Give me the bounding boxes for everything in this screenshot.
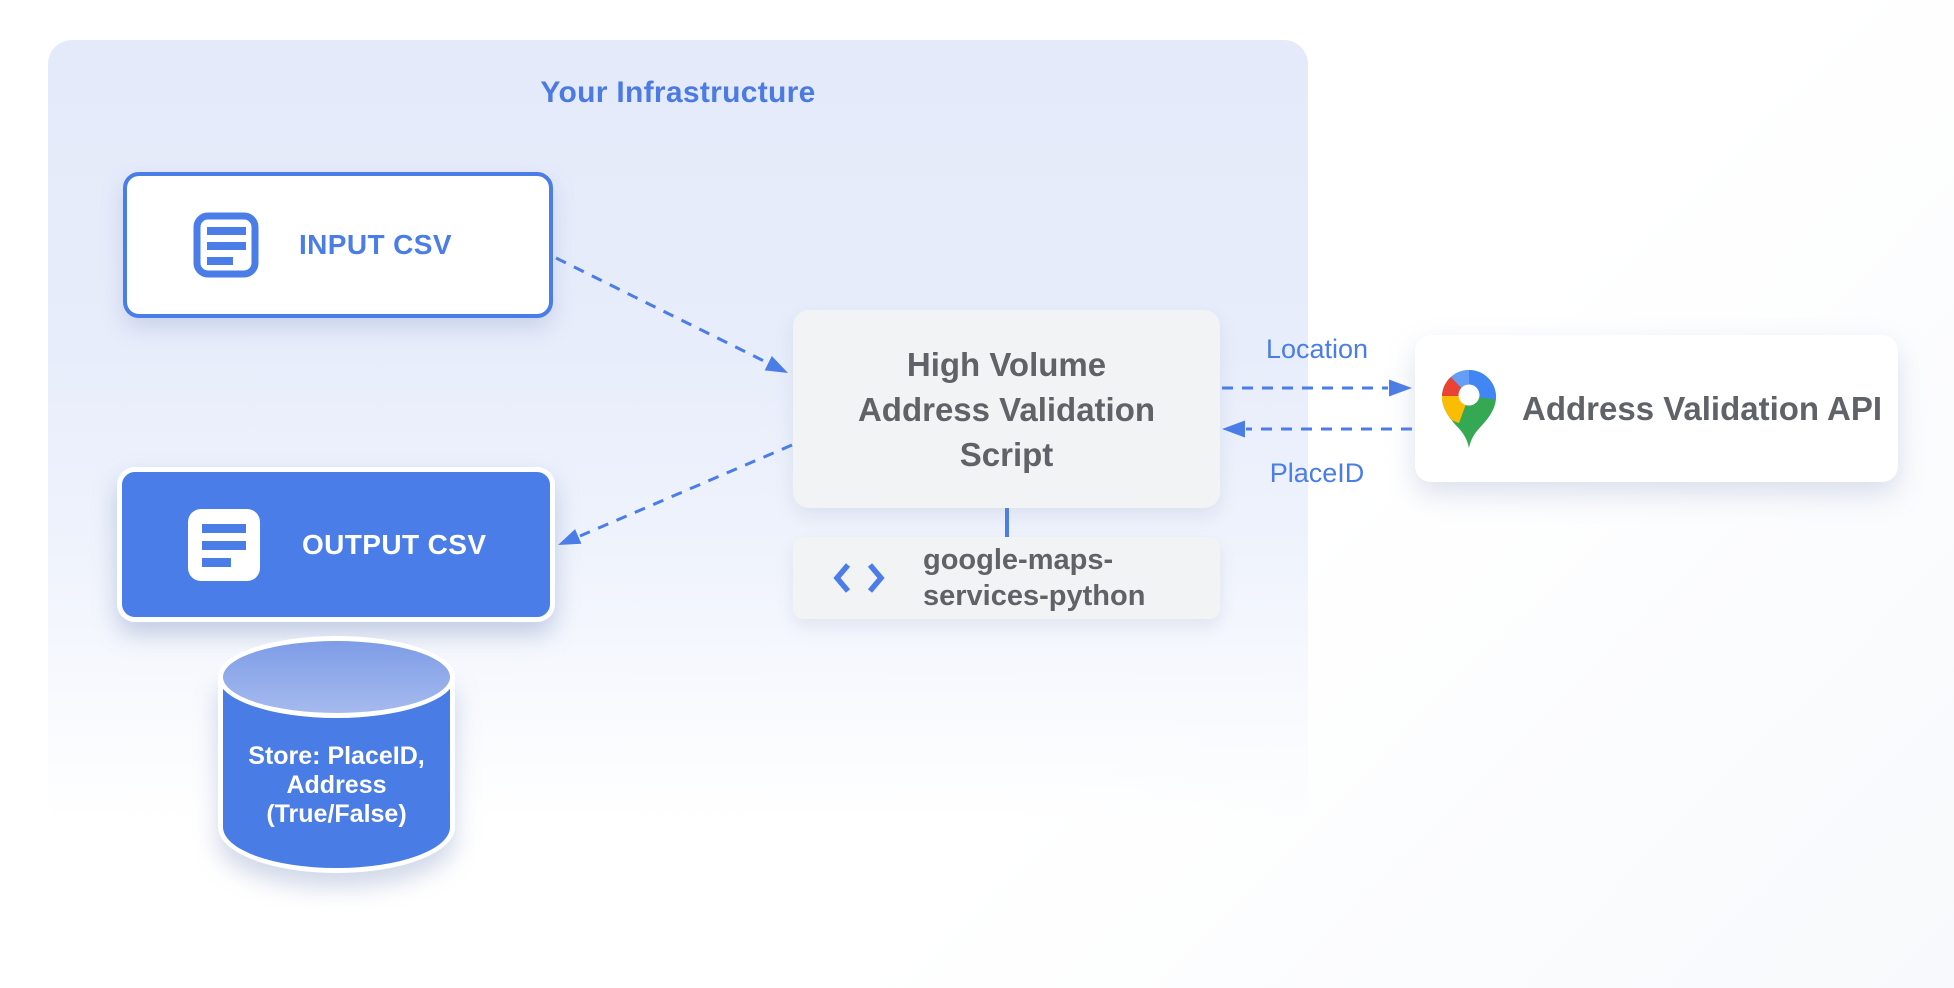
input-csv-node: INPUT CSV [123, 172, 553, 318]
google-maps-pin-icon [1442, 369, 1496, 448]
output-csv-node: OUTPUT CSV [117, 467, 555, 622]
library-label: google-maps- services-python [923, 544, 1146, 612]
document-icon [188, 508, 260, 581]
output-csv-label: OUTPUT CSV [302, 528, 487, 560]
library-node: google-maps- services-python [793, 537, 1220, 619]
edge-label-placeid: PlaceID [1269, 458, 1365, 488]
script-node: High Volume Address Validation Script [793, 310, 1220, 508]
database-label: Store: PlaceID, Address (True/False) [248, 742, 425, 828]
api-label: Address Validation API [1522, 389, 1883, 427]
code-icon [833, 562, 885, 594]
input-csv-label: INPUT CSV [299, 229, 452, 260]
document-icon [193, 212, 259, 278]
infrastructure-title: Your Infrastructure [540, 76, 816, 109]
database-cylinder: Store: PlaceID, Address (True/False) [218, 636, 455, 876]
edge-label-location: Location [1265, 334, 1369, 364]
script-label: High Volume Address Validation Script [857, 345, 1156, 473]
database-top-ellipse [218, 636, 455, 718]
api-node: Address Validation API [1415, 335, 1898, 482]
